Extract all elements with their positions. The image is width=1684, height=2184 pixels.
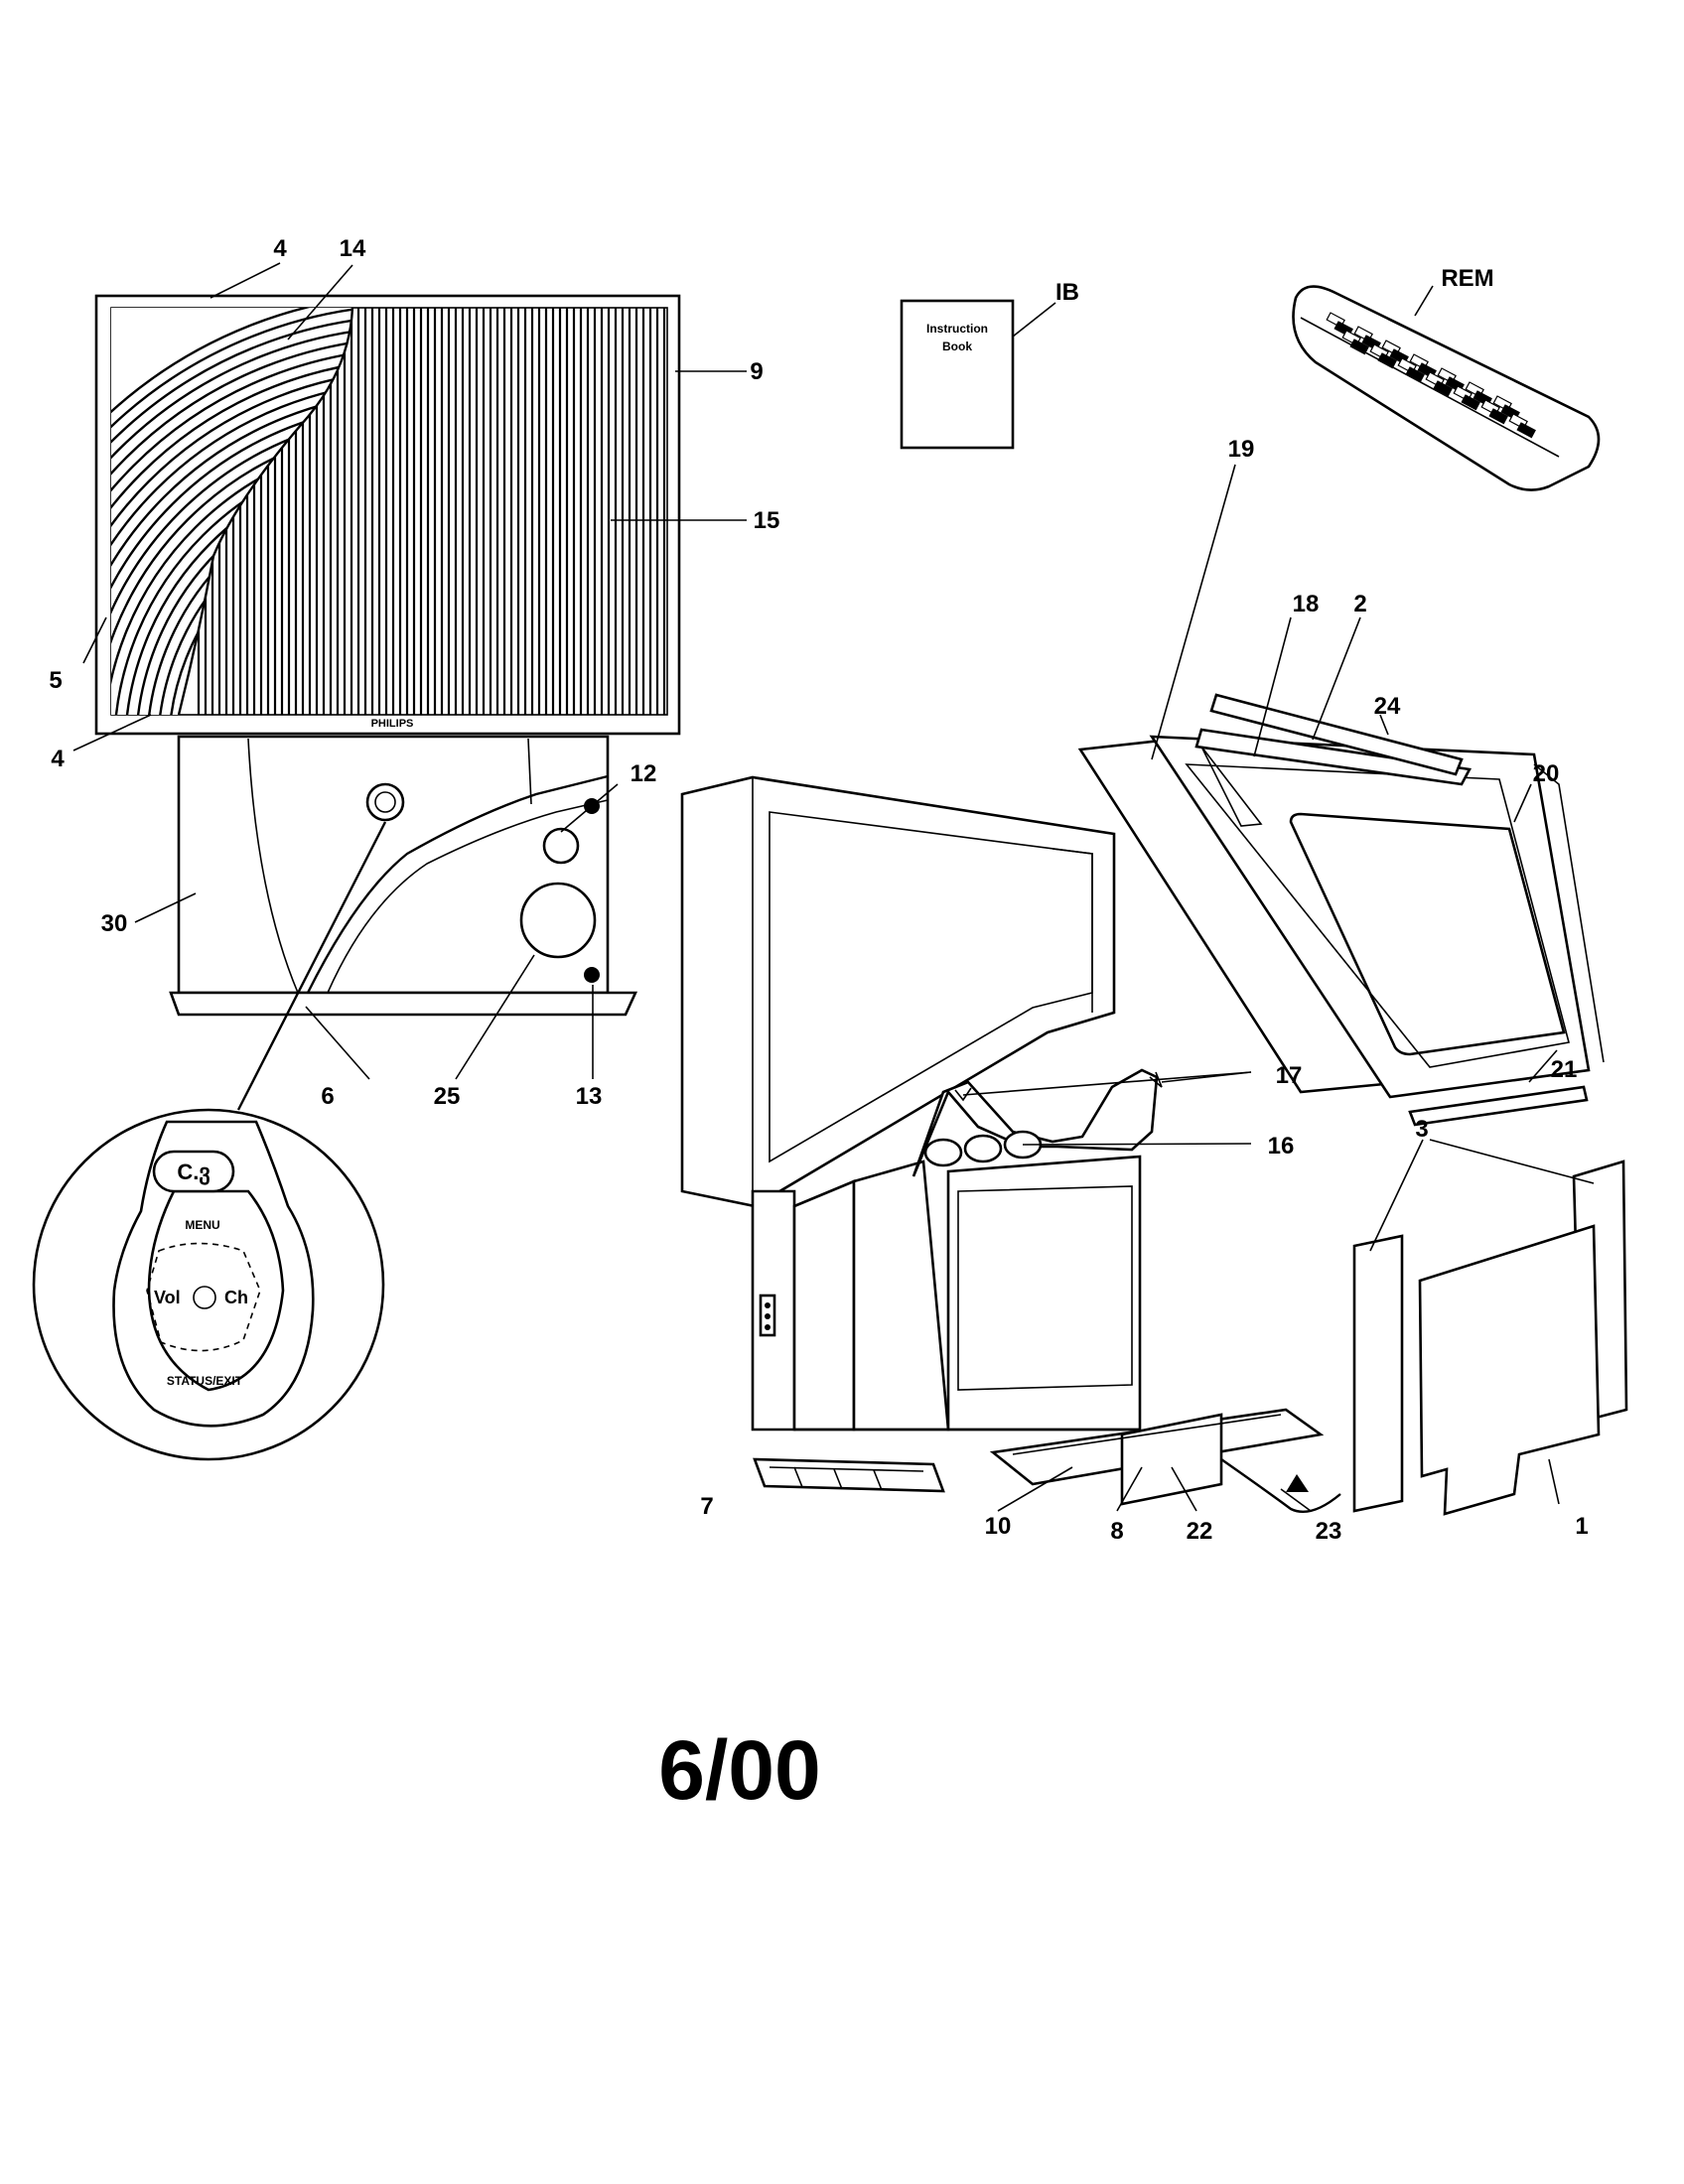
label-part-19: 19 <box>1228 436 1255 463</box>
label-part-2: 2 <box>1353 591 1366 617</box>
channel-label: Ch <box>224 1288 248 1307</box>
projection-lens <box>963 1134 1003 1163</box>
label-part-8: 8 <box>1110 1518 1123 1545</box>
label-part-4: 4 <box>273 235 287 262</box>
label-part-4: 4 <box>51 746 65 772</box>
label-part-15: 15 <box>754 507 780 534</box>
label-part-18: 18 <box>1293 591 1320 617</box>
instruction-book-line1: Instruction <box>926 322 988 336</box>
label-part-12: 12 <box>631 760 657 787</box>
brand-logo: PHILIPS <box>371 718 414 730</box>
cabinet <box>680 775 1341 1514</box>
label-part-23: 23 <box>1316 1518 1342 1545</box>
label-part-rem: REM <box>1441 265 1493 292</box>
label-part-17: 17 <box>1276 1062 1303 1089</box>
leader-lines <box>72 262 1595 1512</box>
label-part-30: 30 <box>101 910 128 937</box>
rear-mirror-assembly <box>1077 693 1605 1127</box>
label-part-13: 13 <box>576 1083 603 1110</box>
label-part-22: 22 <box>1187 1518 1213 1545</box>
label-part-7: 7 <box>700 1493 713 1520</box>
instruction-book-line2: Book <box>942 340 972 353</box>
label-part-5: 5 <box>49 667 62 694</box>
remote-control <box>1292 285 1601 491</box>
label-part-25: 25 <box>434 1083 461 1110</box>
front-screen-assembly: PHILIPS <box>94 294 681 736</box>
label-part-9: 9 <box>750 358 763 385</box>
power-button-label: C.ვ <box>177 1160 210 1185</box>
label-part-6: 6 <box>321 1083 334 1110</box>
instruction-book: Instruction Book <box>900 299 1015 450</box>
power-cord <box>1220 1458 1341 1514</box>
sensor-window <box>542 827 580 865</box>
control-panel-detail: C.ვ MENU Vol Ch STATUS/EXIT <box>32 1108 385 1461</box>
projection-lens <box>923 1138 963 1167</box>
bottom-tray <box>753 1457 945 1493</box>
label-part-14: 14 <box>340 235 366 262</box>
label-part-16: 16 <box>1268 1133 1295 1160</box>
indicator-dot <box>584 967 600 983</box>
rear-panels <box>1352 1160 1628 1516</box>
date-code: 6/00 <box>658 1723 821 1817</box>
volume-label: Vol <box>154 1288 181 1307</box>
part-number-labels: 4 14 9 15 5 4 30 12 6 25 13 IB REM 19 18… <box>49 235 1588 1545</box>
label-part-20: 20 <box>1533 760 1560 787</box>
menu-label: MENU <box>185 1218 219 1232</box>
label-part-24: 24 <box>1374 693 1401 720</box>
lower-front-panel <box>169 735 638 1017</box>
label-part-3: 3 <box>1415 1116 1428 1143</box>
status-exit-label: STATUS/EXIT <box>167 1374 243 1388</box>
speaker-grille <box>519 882 597 959</box>
label-part-10: 10 <box>985 1513 1012 1540</box>
label-part-21: 21 <box>1551 1056 1578 1083</box>
label-part-ib: IB <box>1055 279 1079 306</box>
label-part-1: 1 <box>1575 1513 1588 1540</box>
